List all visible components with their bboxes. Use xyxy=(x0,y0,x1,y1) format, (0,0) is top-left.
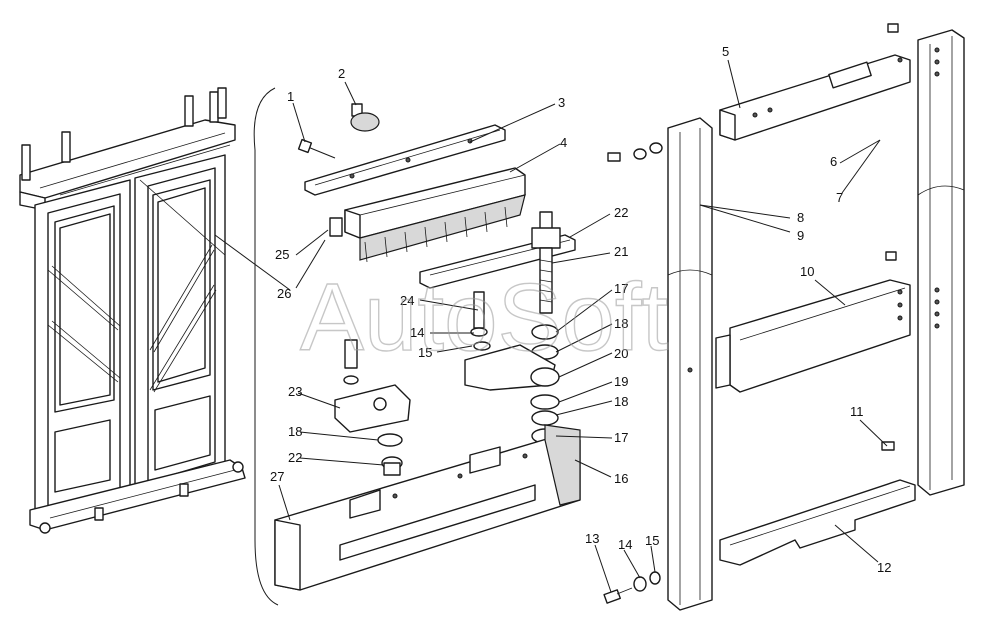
callout-14: 14 xyxy=(410,325,424,340)
part-16-lower-panel xyxy=(274,424,581,591)
detail-bracket xyxy=(253,87,279,606)
callout-14-bottom: 14 xyxy=(618,537,632,552)
part-4-brush xyxy=(329,167,526,263)
callout-18-upper: 18 xyxy=(614,316,628,331)
part-1-screw xyxy=(297,138,336,159)
part-11-screw xyxy=(881,441,895,451)
callout-6: 6 xyxy=(830,154,837,169)
part-6-7-profile xyxy=(917,29,965,496)
callout-7: 7 xyxy=(836,190,843,205)
callout-17-lower: 17 xyxy=(614,430,628,445)
leader-lines xyxy=(278,59,888,593)
part-5-bar xyxy=(719,54,911,141)
callout-11: 11 xyxy=(850,404,864,419)
part-2-fastener xyxy=(350,103,380,132)
part-21-pin xyxy=(531,211,561,314)
callout-22: 22 xyxy=(614,205,628,220)
callout-5: 5 xyxy=(722,44,729,59)
callout-3: 3 xyxy=(558,95,565,110)
callout-23: 22 xyxy=(288,450,302,465)
callout-17-upper: 17 xyxy=(614,281,628,296)
callout-15-bottom: 15 xyxy=(645,533,659,548)
callout-16: 16 xyxy=(614,471,628,486)
part-3-strip xyxy=(304,124,506,196)
callout-21: 21 xyxy=(614,244,628,259)
exploded-parts-right xyxy=(603,23,965,611)
callout-10: 10 xyxy=(800,264,814,279)
callout-8: 8 xyxy=(797,210,804,225)
callout-25: 24 xyxy=(400,293,414,308)
callout-28: 27 xyxy=(270,469,284,484)
callout-27: 26 xyxy=(277,286,291,301)
part-19-washer xyxy=(530,394,560,410)
callout-1: 1 xyxy=(287,89,294,104)
watermark: AutoSoft xyxy=(300,264,668,371)
callout-20: 20 xyxy=(614,346,628,361)
part-12-bar xyxy=(719,479,916,566)
callout-4: 4 xyxy=(560,135,567,150)
callout-12: 12 xyxy=(877,560,891,575)
callout-18-lower: 18 xyxy=(614,394,628,409)
assembled-door-view xyxy=(19,87,291,534)
callout-13: 13 xyxy=(585,531,599,546)
callout-19: 19 xyxy=(614,374,628,389)
part-24-block xyxy=(334,384,411,433)
exploded-parts-middle xyxy=(274,103,581,591)
callout-2: 2 xyxy=(338,66,345,81)
callout-24: 23 xyxy=(288,384,302,399)
part-8-9-profile xyxy=(667,117,713,611)
callout-15: 15 xyxy=(418,345,432,360)
part-17-nut-upper xyxy=(531,324,559,340)
callout-26: 25 xyxy=(275,247,289,262)
callout-18-left: 18 xyxy=(288,424,302,439)
callout-labels: 1 2 3 4 5 6 7 8 9 10 11 12 13 14 15 16 1… xyxy=(270,44,891,575)
bolt-group-25 xyxy=(343,291,491,385)
callout-9: 9 xyxy=(797,228,804,243)
part-10-panel xyxy=(715,279,911,393)
